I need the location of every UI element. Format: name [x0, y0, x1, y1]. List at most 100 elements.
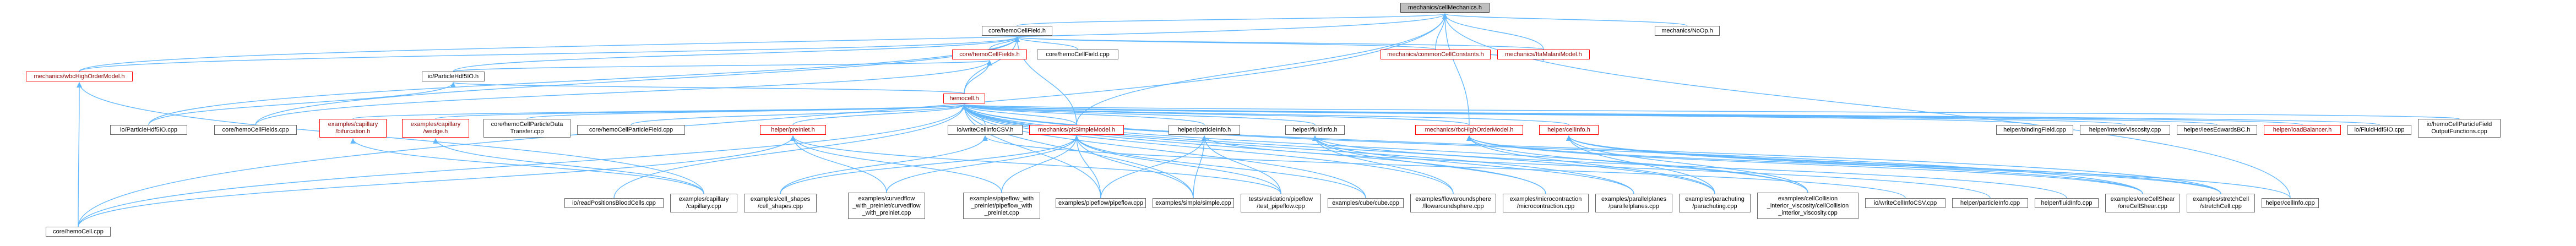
dependency-edge: [780, 135, 988, 194]
file-node-fluidinfo-cpp[interactable]: helper/fluidInfo.cpp: [2035, 198, 2099, 208]
file-node-particlehdf5io-cpp[interactable]: io/ParticleHdf5IO.cpp: [110, 125, 187, 135]
dependency-edge: [433, 138, 704, 194]
file-node-cube-cpp[interactable]: examples/cube/cube.cpp: [1328, 198, 1404, 208]
dependency-edge: [1566, 135, 2143, 194]
file-node-capillary-cpp[interactable]: examples/capillary /capillary.cpp: [670, 194, 737, 212]
dependency-edge: [961, 104, 1634, 194]
file-node-pltsimplemodel-h[interactable]: mechanics/pltSimpleModel.h: [1029, 125, 1124, 135]
file-node-flowaroundsphere-cpp[interactable]: examples/flowaroundsphere /flowaroundsph…: [1410, 194, 1496, 212]
dependency-edge: [780, 135, 1079, 194]
dependency-edge: [961, 104, 1715, 194]
file-node-capillary-wedge-h[interactable]: examples/capillary /wedge.h: [402, 119, 469, 138]
file-node-particleinfo-h[interactable]: helper/particleInfo.h: [1169, 125, 1240, 135]
file-node-preinlet-h[interactable]: helper/preInlet.h: [760, 125, 826, 135]
dependency-edge: [961, 104, 2143, 194]
file-node-cellinfo-h[interactable]: helper/cellInfo.h: [1539, 125, 1599, 135]
dependency-edge: [1442, 13, 1544, 50]
file-node-parallelplanes-cpp[interactable]: examples/parallelplanes /parallelplanes.…: [1595, 194, 1672, 212]
file-node-leesedwardsbc-h[interactable]: helper/leesEdwardsBC.h: [2177, 125, 2257, 135]
dependency-edge: [1074, 135, 1366, 199]
file-node-test-pipeflow-cpp[interactable]: tests/validation/pipeflow /test_pipeflow…: [1241, 194, 1321, 212]
dependency-edge: [964, 60, 992, 94]
file-node-particlefieldoutputfunctions-cpp[interactable]: io/hemoCellParticleField OutputFunctions…: [2418, 119, 2501, 138]
dependency-edge: [631, 104, 967, 125]
file-node-writecellinfocsv-cpp[interactable]: io/writeCellInfoCSV.cpp: [1865, 198, 1945, 208]
dependency-edge: [255, 60, 992, 125]
file-node-commoncellconstants-h[interactable]: mechanics/commonCellConstants.h: [1381, 50, 1491, 59]
file-node-capillary-bifurcation-h[interactable]: examples/capillary /bifurcation.h: [319, 119, 387, 138]
dependency-edge: [1466, 135, 2143, 194]
dependency-edge: [78, 135, 796, 227]
dependency-edge: [451, 82, 965, 94]
dependency-edge: [1566, 135, 2221, 194]
dependency-edge: [350, 138, 704, 194]
dependency-edge: [1566, 135, 1808, 193]
file-node-readpositionsbloodcells-cpp[interactable]: io/readPositionsBloodCells.cpp: [564, 198, 664, 208]
file-node-hemocell-h[interactable]: hemocell.h: [943, 94, 985, 103]
dependency-edge: [790, 135, 1002, 193]
file-node-wbchighordermodel-h[interactable]: mechanics/wbcHighOrderModel.h: [26, 72, 133, 81]
file-node-pipeflow-with-preinlet-cpp[interactable]: examples/pipeflow_with _preinlet/pipeflo…: [963, 193, 1040, 219]
dependency-edge: [1312, 135, 1634, 194]
file-node-hemocellfields-h[interactable]: core/hemoCellFields.h: [952, 50, 1027, 59]
dependency-edge: [961, 104, 2221, 194]
file-node-fluidhdf5io-cpp[interactable]: io/FluidHdf5IO.cpp: [2347, 125, 2411, 135]
dependency-edge: [1017, 13, 1448, 26]
file-node-hemocell-cpp[interactable]: core/hemoCell.cpp: [46, 227, 111, 237]
file-node-particlehdf5io-h[interactable]: io/ParticleHdf5IO.h: [422, 72, 485, 81]
dependency-edge: [1074, 135, 1194, 199]
dependency-edge: [792, 104, 967, 125]
file-node-itamalanimodel-h[interactable]: mechanics/ItaMalaniModel.h: [1497, 50, 1590, 59]
dependency-edge: [79, 13, 1448, 72]
dependency-edge: [1466, 135, 1715, 194]
dependency-edge: [962, 104, 2380, 125]
file-node-bindingfield-cpp[interactable]: helper/bindingField.cpp: [1996, 125, 2073, 135]
dependency-edge: [961, 104, 1205, 125]
file-node-hemocellfield-cpp[interactable]: core/hemoCellField.cpp: [1037, 50, 1118, 59]
dependency-edge: [1100, 135, 1207, 199]
dependency-edge: [1442, 13, 1688, 26]
dependency-edge: [453, 36, 1020, 72]
file-node-microcontraction-cpp[interactable]: examples/microcontraction /microcontract…: [1503, 194, 1589, 212]
file-node-hemocellfields-cpp[interactable]: core/hemoCellFields.cpp: [214, 125, 297, 135]
file-node-rbchighordermodel-h[interactable]: mechanics/rbcHighOrderModel.h: [1415, 125, 1523, 135]
dependency-edge: [964, 36, 1020, 94]
file-node-parachuting-cpp[interactable]: examples/parachuting /parachuting.cpp: [1679, 194, 1751, 212]
file-node-noop-h[interactable]: mechanics/NoOp.h: [1655, 26, 1720, 36]
dependency-edge: [1074, 135, 1101, 199]
file-node-stretchcell-cpp[interactable]: examples/stretchCell /stretchCell.cpp: [2187, 194, 2255, 212]
file-node-fluidinfo-h[interactable]: helper/fluidInfo.h: [1285, 125, 1345, 135]
file-node-particleinfo-cpp[interactable]: helper/particleInfo.cpp: [1952, 198, 2028, 208]
file-node-writecellinfocsv-h[interactable]: io/writeCellInfoCSV.h: [948, 125, 1023, 135]
file-node-onecellshear-cpp[interactable]: examples/oneCellShear /oneCellShear.cpp: [2105, 194, 2180, 212]
file-node-hemocellfield-h[interactable]: core/hemoCellField.h: [982, 26, 1052, 36]
dependency-edge: [1202, 135, 1281, 194]
dependency-edge: [78, 13, 1448, 227]
dependency-edge: [453, 60, 992, 72]
dependency-edge: [526, 104, 967, 119]
file-node-cell-shapes-cpp[interactable]: examples/cell_shapes /cell_shapes.cpp: [744, 194, 817, 212]
file-node-hemocellparticlefield-cpp[interactable]: core/hemoCellParticleField.cpp: [577, 125, 685, 135]
root-file-node[interactable]: mechanics/cellMechanics.h: [1400, 3, 1490, 13]
dependency-edge: [1074, 135, 1281, 194]
dependency-edge: [1193, 135, 1207, 199]
file-node-interiorviscosity-cpp[interactable]: helper/interiorViscosity.cpp: [2080, 125, 2170, 135]
file-node-simple-cpp[interactable]: examples/simple/simple.cpp: [1153, 198, 1234, 208]
dependency-edge: [1312, 135, 1546, 194]
dependency-edge: [961, 104, 1569, 125]
dependency-edge: [613, 104, 967, 199]
file-node-particledatatransfer-cpp[interactable]: core/hemoCellParticleData Transfer.cpp: [483, 119, 570, 138]
file-node-curvedflow-with-preinlet-cpp[interactable]: examples/curvedflow _with_preinlet/curve…: [848, 193, 925, 219]
file-node-cellinfo-cpp[interactable]: helper/cellInfo.cpp: [2262, 198, 2319, 208]
file-node-cellcollision-interior-viscosity-cpp[interactable]: examples/cellCollision _interior_viscosi…: [1757, 193, 1858, 219]
dependency-edge: [1076, 13, 1448, 125]
dependency-edge: [1312, 135, 2067, 199]
dependency-edge: [982, 135, 1906, 199]
file-node-pipeflow-cpp[interactable]: examples/pipeflow/pipeflow.cpp: [1056, 198, 1146, 208]
dependency-edge: [1442, 13, 2291, 199]
dependency-edge: [961, 104, 1454, 194]
dependency-edge: [77, 82, 82, 227]
dependency-edge: [961, 104, 1366, 199]
file-node-loadbalancer-h[interactable]: helper/loadBalancer.h: [2264, 125, 2341, 135]
